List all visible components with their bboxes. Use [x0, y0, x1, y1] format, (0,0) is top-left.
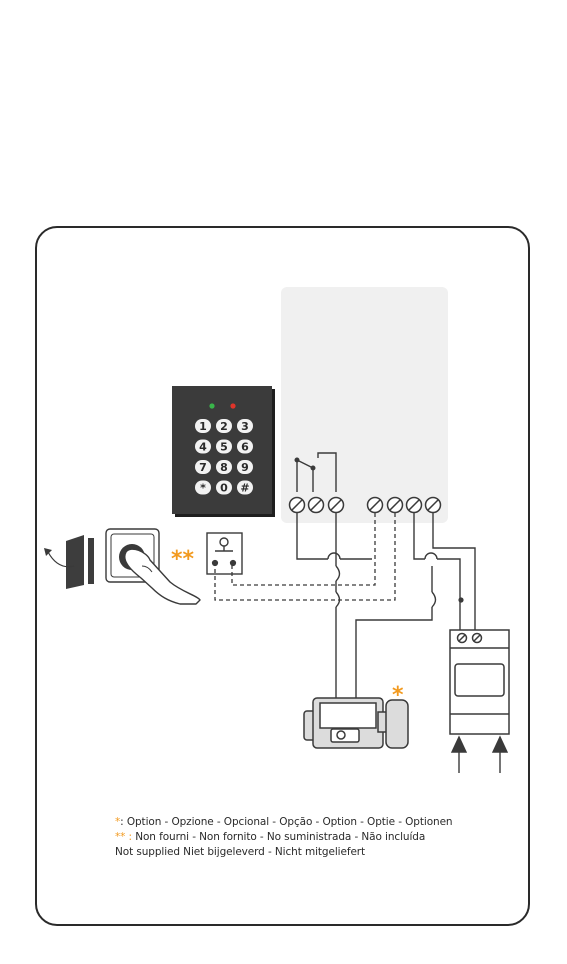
keypad-key: 4 [195, 440, 211, 454]
not-supplied-marker: ** [171, 547, 195, 572]
wiring-solid [297, 513, 475, 698]
legend-option: *: Option - Opzione - Opcional - Opção -… [115, 816, 453, 828]
terminal-screw-icon [368, 498, 383, 513]
terminal-screw-icon [309, 498, 324, 513]
control-unit-panel [281, 287, 448, 523]
terminal-screw-icon [426, 498, 441, 513]
green-led-icon [209, 403, 214, 408]
keypad-key-label: 4 [199, 441, 207, 454]
exit-button [207, 533, 242, 574]
red-led-icon [230, 403, 235, 408]
terminal-screw-icon [388, 498, 403, 513]
keypad-key-label: 0 [220, 482, 228, 495]
keypad-key-label: # [240, 482, 249, 495]
terminal-screw-icon [458, 634, 467, 643]
legend-not-supplied-translations: Not supplied Niet bijgeleverd - Nicht mi… [115, 846, 365, 858]
keypad-key-label: 1 [199, 420, 207, 433]
keypad-key: 7 [195, 460, 211, 474]
keypad-key: 1 [195, 419, 211, 433]
keypad-key: 5 [216, 440, 232, 454]
keypad-key: 8 [216, 460, 232, 474]
keypad-key: # [237, 481, 253, 495]
keypad-key-label: 9 [241, 461, 249, 474]
electric-lock-icon [304, 698, 408, 748]
mains-input-arrows [452, 737, 507, 773]
keypad-key: 9 [237, 460, 253, 474]
power-supply-unit [450, 630, 509, 734]
legend-not-supplied-text: Non fourni - Non fornito - No suministra… [132, 831, 425, 843]
keypad-key: 2 [216, 419, 232, 433]
junction-dot [458, 597, 463, 602]
keypad-key: 0 [216, 481, 232, 495]
keypad-key-label: * [200, 482, 206, 495]
keypad-key-label: 2 [220, 420, 228, 433]
terminal-screw-icon [407, 498, 422, 513]
keypad-key-label: 5 [220, 441, 228, 454]
legend-not-supplied: ** : Non fourni - Non fornito - No sumin… [115, 831, 425, 843]
keypad-key-label: 3 [241, 420, 249, 433]
keypad-key: 3 [237, 419, 253, 433]
legend-option-text: : Option - Opzione - Opcional - Opção - … [120, 816, 452, 828]
terminal-screw-icon [329, 498, 344, 513]
keypad-key: 6 [237, 440, 253, 454]
keypad-key-label: 8 [220, 461, 228, 474]
terminal-screw-icon [473, 634, 482, 643]
terminal-screw-icon [290, 498, 305, 513]
legend-not-supplied-marker: ** : [115, 831, 132, 843]
keypad-key: * [195, 481, 211, 495]
door-open-icon [44, 535, 94, 589]
keypad-key-label: 6 [241, 441, 249, 454]
keypad-key-label: 7 [199, 461, 207, 474]
